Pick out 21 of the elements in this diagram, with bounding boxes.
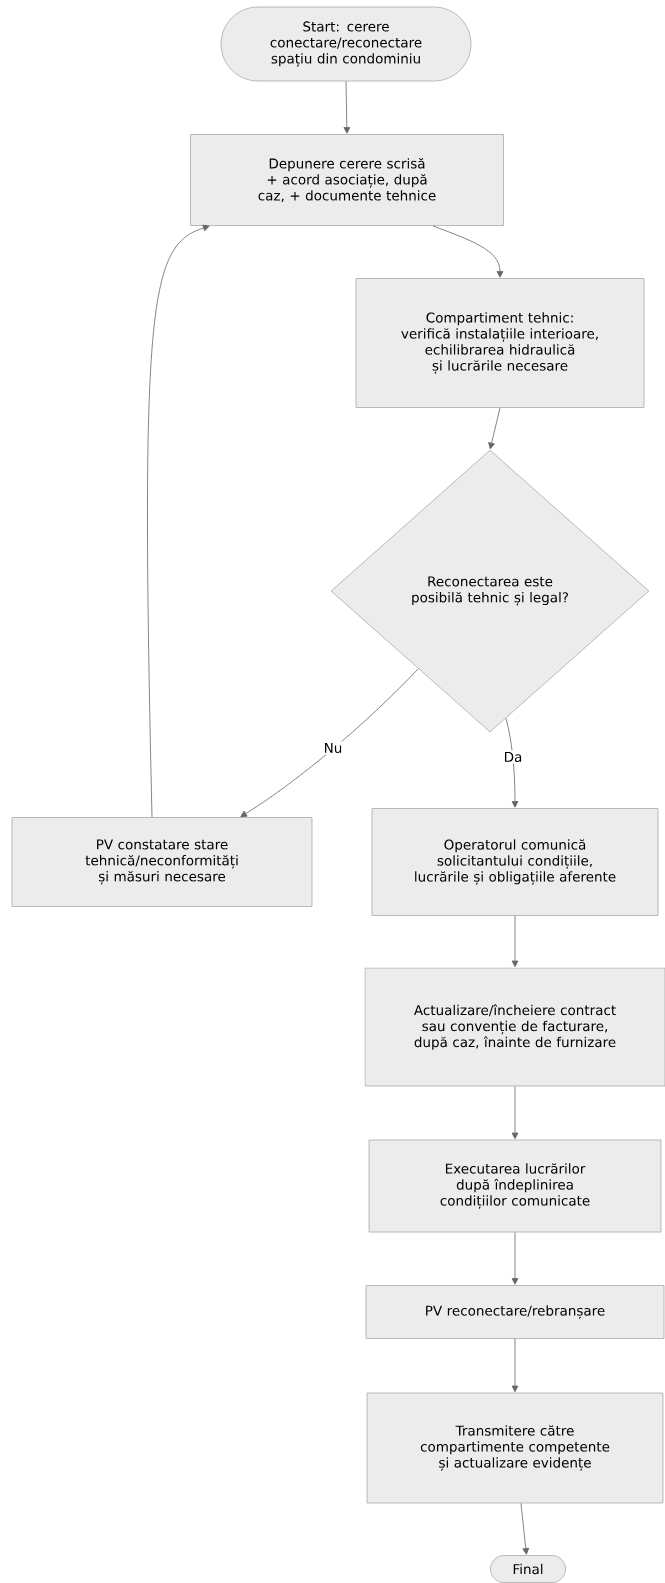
arrow <box>511 915 519 968</box>
arrow <box>520 1503 530 1555</box>
process-box: Depunere cerere scrisă + acord asociație, după caz, + documente tehnice <box>190 134 504 226</box>
edge-label: Da <box>502 750 524 764</box>
arrow <box>432 225 504 278</box>
process-box: PV constatare stare tehnică/neconformități și măsuri necesare <box>11 817 313 907</box>
edge-label: Nu <box>322 741 344 755</box>
arrow <box>511 1338 519 1393</box>
arrow <box>147 224 210 818</box>
arrow <box>240 668 419 818</box>
process-box: Operatorul comunică solicitantului condițiile, lucrările și obligațiile aferente <box>371 808 659 916</box>
process-box: PV reconectare/rebranșare <box>365 1285 665 1339</box>
process-box: Transmitere către compartimente competente și actualizare evidențe <box>366 1392 664 1504</box>
arrow <box>488 407 501 450</box>
process-box: Compartiment tehnic: verifică instalațiile interioare, echilibrarea hidraulică și lucrările necesare <box>355 278 645 408</box>
arrow <box>511 1086 519 1140</box>
arrow <box>343 81 351 134</box>
process-box: Executarea lucrărilor după îndeplinirea condițiilor comunicate <box>368 1139 662 1233</box>
process-box: Actualizare/încheiere contract sau convenție de facturare, după caz, înainte de furnizare <box>364 967 665 1087</box>
arrow <box>511 1232 519 1285</box>
arrow <box>505 717 519 808</box>
